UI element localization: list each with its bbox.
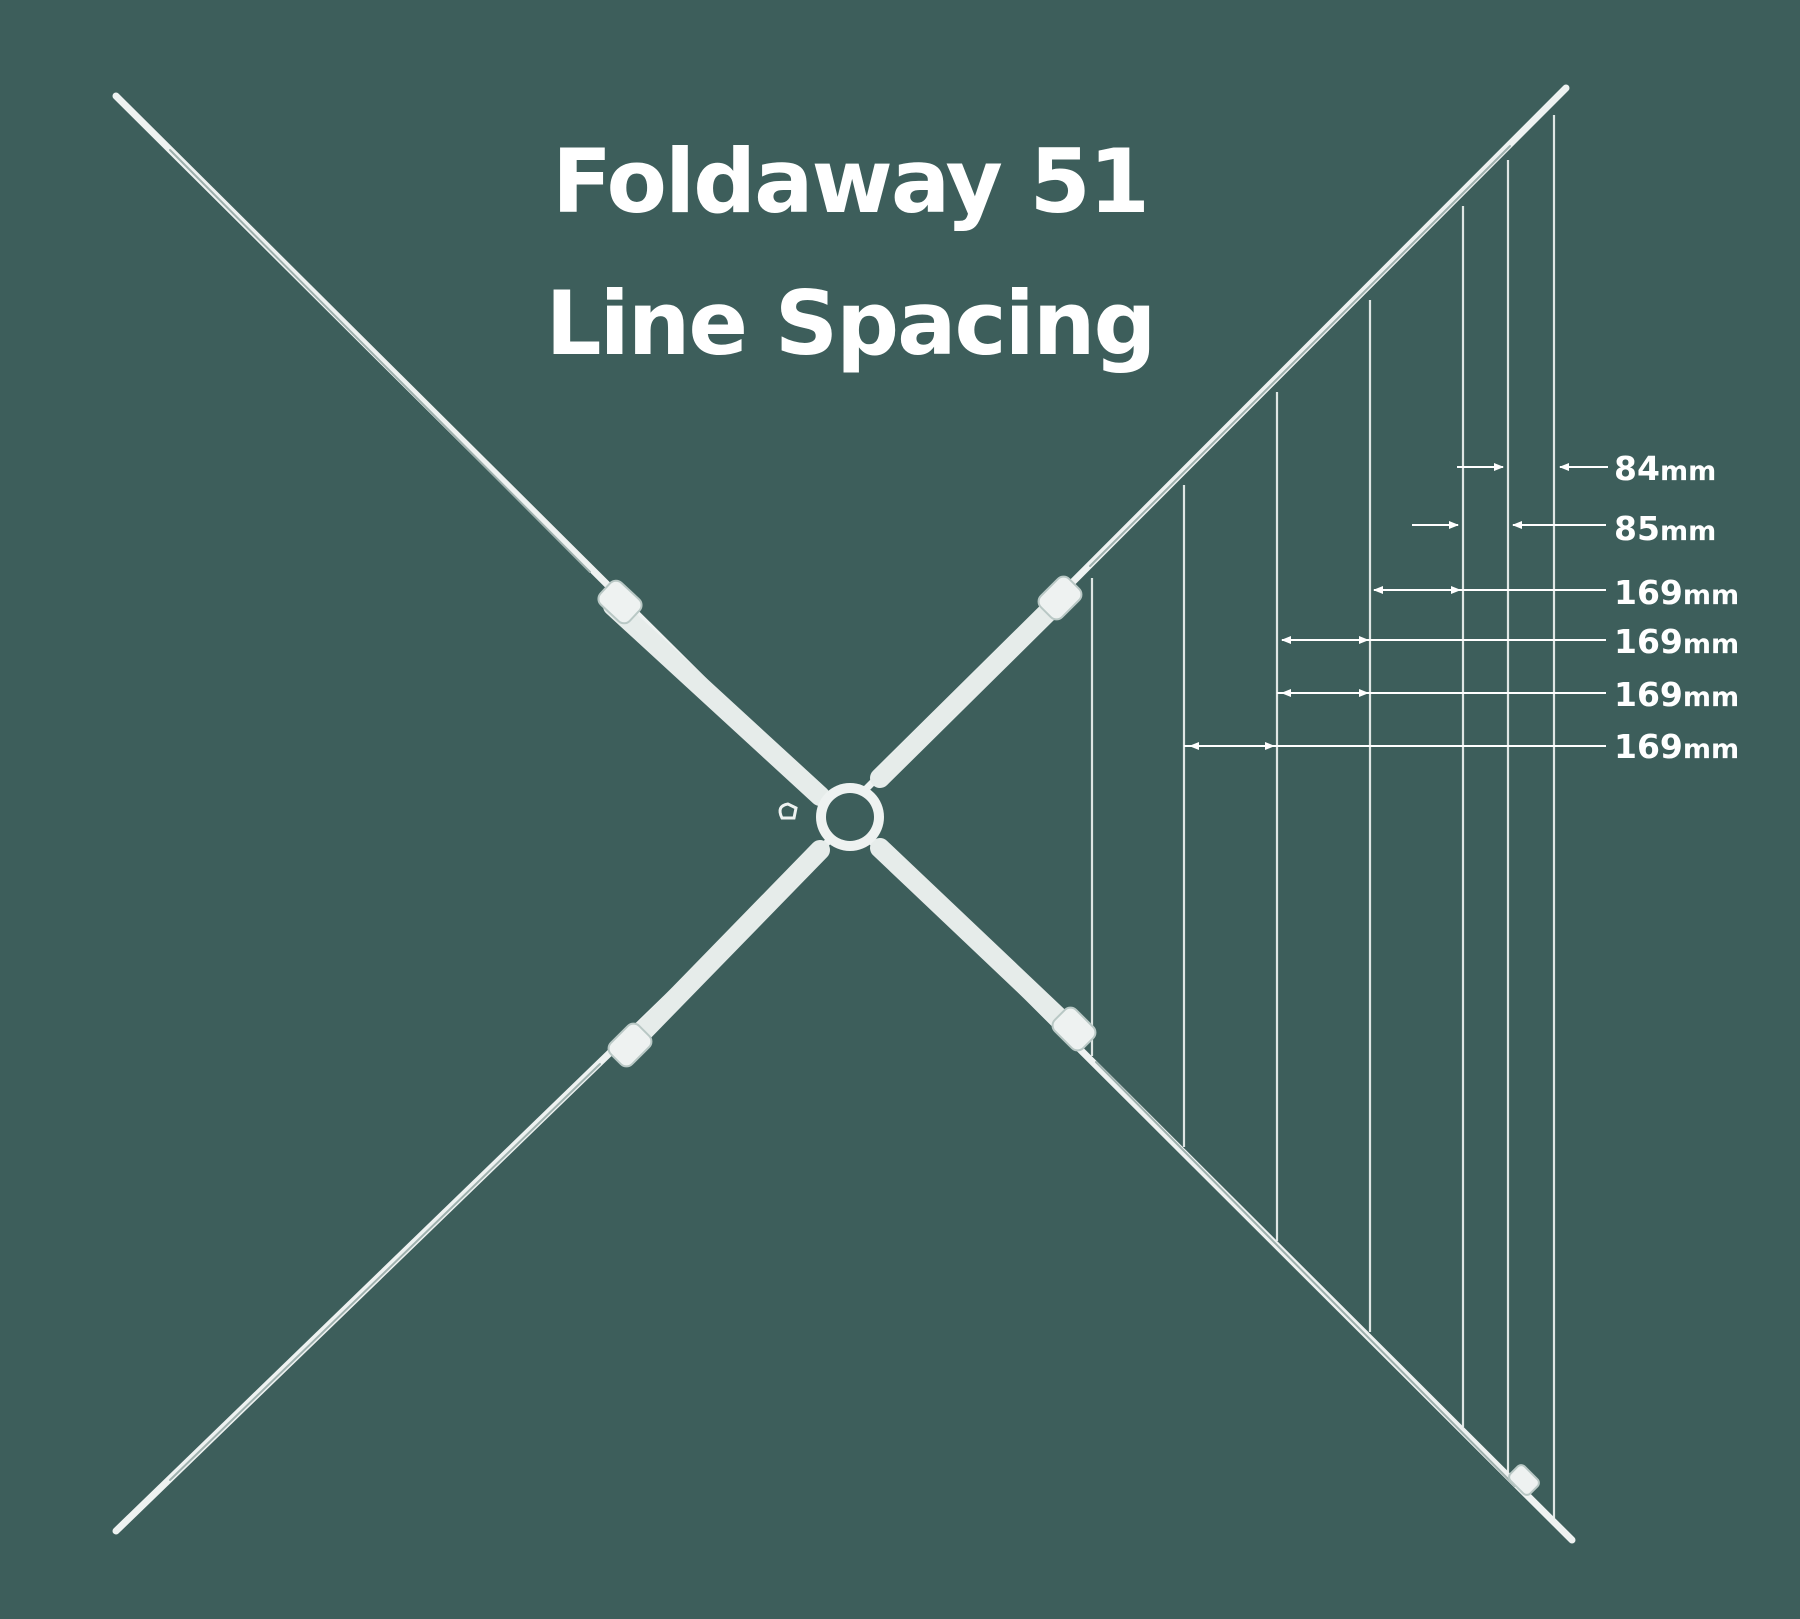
spacing-label-85mm: 85mm (1614, 512, 1716, 545)
spacing-value: 169 (1614, 573, 1683, 612)
spacing-label-169mm-b: 169mm (1614, 625, 1739, 658)
title-line-1: Foldaway 51 (552, 130, 1150, 233)
spacing-value: 169 (1614, 622, 1683, 661)
spacing-value: 85 (1614, 509, 1660, 548)
joint-bottom-left (607, 1022, 653, 1068)
spacing-label-169mm-d: 169mm (1614, 730, 1739, 763)
spacing-label-169mm-a: 169mm (1614, 576, 1739, 609)
joint-bottom-right-end (1508, 1464, 1540, 1496)
title-line-2: Line Spacing (545, 272, 1157, 375)
center-hub (778, 783, 884, 851)
spacing-value: 169 (1614, 675, 1683, 714)
frame-arms (112, 84, 1576, 1544)
spacing-unit: mm (1682, 682, 1740, 713)
spacing-unit: mm (1682, 734, 1740, 765)
spacing-value: 84 (1614, 449, 1660, 488)
spacing-unit: mm (1659, 456, 1717, 487)
spacing-label-169mm-c: 169mm (1614, 678, 1739, 711)
spacing-unit: mm (1682, 629, 1740, 660)
washing-lines (1090, 115, 1556, 1518)
joint-top-right (1037, 575, 1083, 621)
spacing-unit: mm (1659, 516, 1717, 547)
spacing-value: 169 (1614, 727, 1683, 766)
frame-joints (597, 575, 1540, 1496)
spacing-unit: mm (1682, 580, 1740, 611)
spacing-label-84mm: 84mm (1614, 452, 1716, 485)
measurement-guides (1184, 463, 1608, 750)
joint-bottom-right (1051, 1006, 1097, 1052)
hub-clip (778, 802, 798, 820)
joint-top-left (597, 579, 643, 625)
